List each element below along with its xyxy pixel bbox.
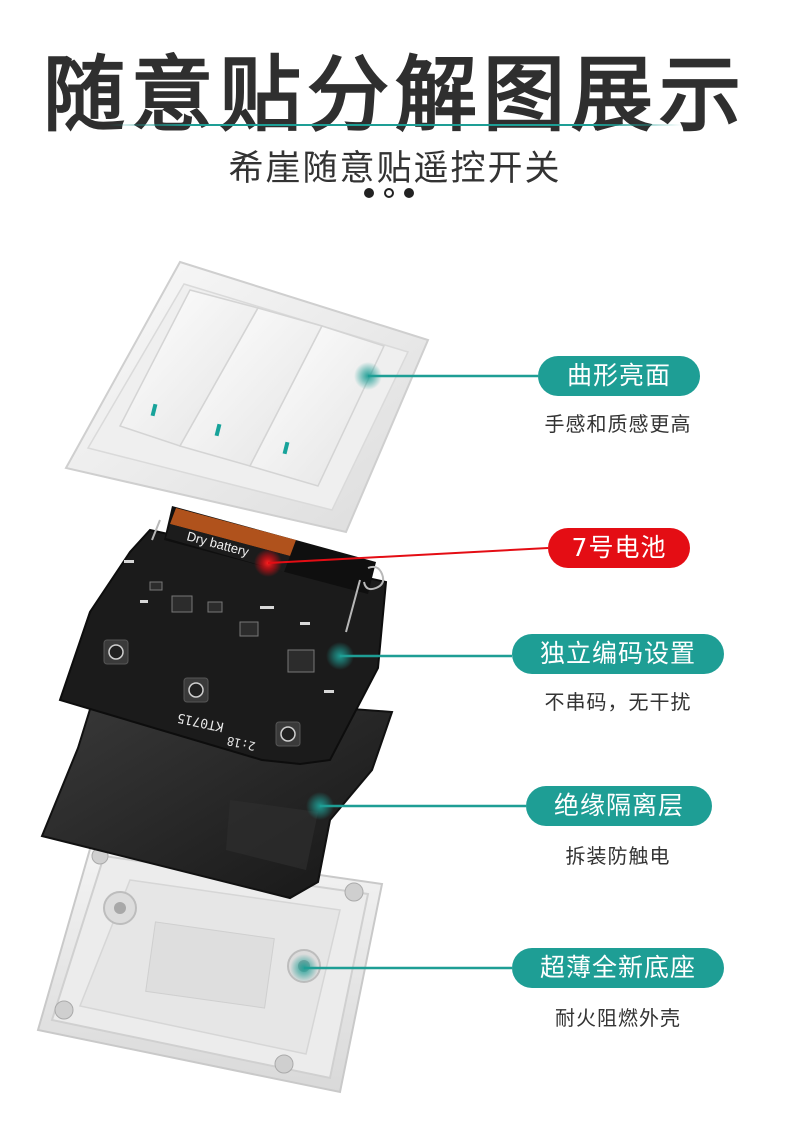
dot-filled <box>364 188 374 198</box>
pcb-code-text: 2:18 <box>226 734 257 754</box>
callout-caption-curved-surface: 手感和质感更高 <box>544 412 692 436</box>
pcb-board: KT0715 2:18 <box>58 528 388 766</box>
callout-caption-base: 耐火阻燃外壳 <box>555 1006 681 1030</box>
callout-caption-insulation: 拆装防触电 <box>565 844 671 868</box>
title-divider <box>108 124 682 126</box>
indicator-led <box>282 441 290 455</box>
switch-key-right <box>248 325 386 487</box>
callout-caption-coding: 不串码，无干扰 <box>544 690 692 714</box>
callout-leaders <box>254 362 549 982</box>
callout-label-insulation: 绝缘隔离层 <box>526 786 712 826</box>
base-plate <box>36 840 384 1094</box>
callout-label-base: 超薄全新底座 <box>512 948 724 988</box>
indicator-led <box>214 423 222 437</box>
page-title: 随意贴分解图展示 <box>42 48 747 143</box>
callout-label-coding: 独立编码设置 <box>512 634 724 674</box>
pagination-dots <box>364 186 426 200</box>
dot-hollow <box>384 188 394 198</box>
dot-filled <box>404 188 414 198</box>
page-subtitle: 希崖随意贴遥控开关 <box>228 149 562 189</box>
callout-label-battery: 7号电池 <box>548 528 690 568</box>
callout-label-curved-surface: 曲形亮面 <box>538 356 700 396</box>
switch-panel <box>64 260 430 534</box>
indicator-led <box>150 403 158 417</box>
